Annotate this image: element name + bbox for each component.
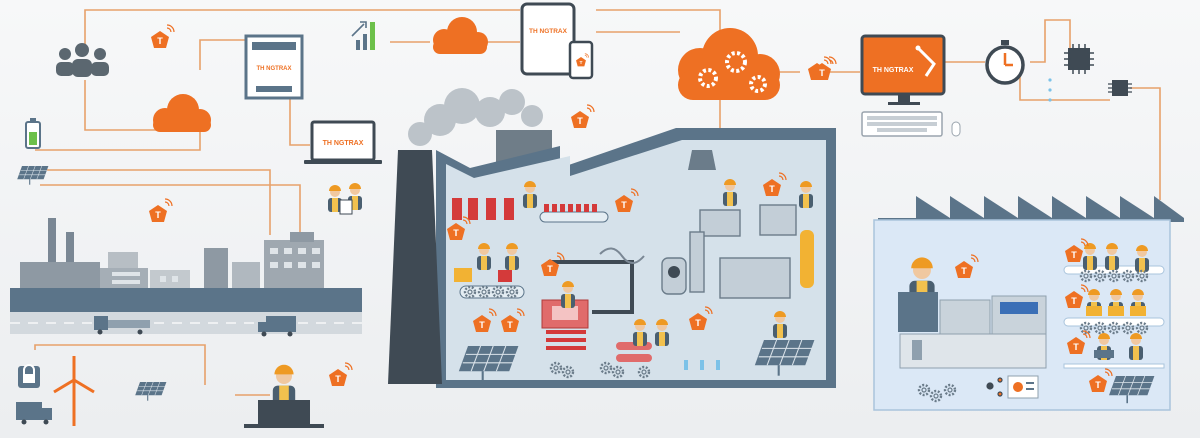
laptop-icon: TH NGTRAX [304,120,382,164]
chip-icon [1108,80,1132,96]
main-factory [388,88,836,388]
cloud-icon [153,94,211,132]
bar-chart-icon [351,21,375,50]
chip-icon [1064,44,1094,74]
phone-icon [568,40,594,80]
wind-turbine-icon [53,356,95,426]
truck-icon [258,316,296,337]
truck-icon [16,402,52,425]
worker-laptop-icon [244,364,324,428]
solar-panel-icon [134,381,167,402]
keyboard-icon [861,111,961,137]
city-buildings [10,218,362,334]
thingtrax-badge-icon [150,24,175,49]
monitor-icon: TH NGTRAX [860,34,946,105]
network-icon [986,377,1003,397]
supervisors-icon [328,183,362,215]
gear-cloud-icon [678,28,780,100]
battery-icon [25,118,41,149]
right-factory [873,186,1184,411]
truck-icon [94,316,150,335]
dashboard-icon [1007,375,1039,399]
lock-icon [18,364,40,388]
stopwatch-icon [985,40,1025,85]
tablet-logo: TH NGTRAX [529,28,568,35]
thingtrax-badge-icon [148,198,173,223]
laptop-logo: TH NGTRAX [323,140,364,147]
cloud-icon [433,17,488,54]
users-icon [56,43,109,77]
thingtrax-badge-icon [328,362,353,387]
3d-printer-icon: TH NGTRAX [244,34,304,100]
status-dots [1048,78,1052,102]
monitor-logo: TH NGTRAX [873,67,914,74]
tablet-icon: TH NGTRAX [520,2,576,76]
solar-panel-icon [16,165,49,186]
printer-logo: TH NGTRAX [257,66,292,72]
